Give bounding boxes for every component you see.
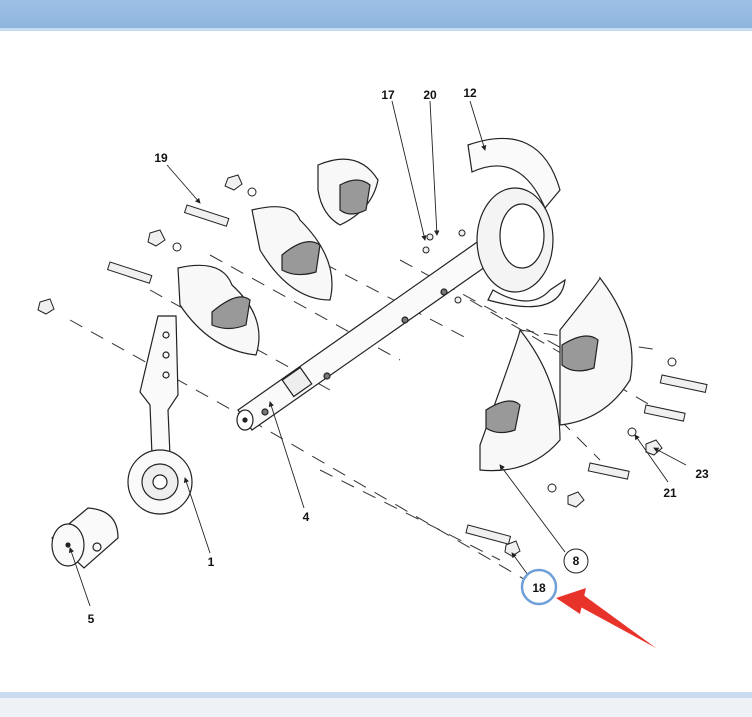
highlighted-callout-18[interactable]: 18 bbox=[520, 568, 558, 606]
fasteners bbox=[37, 174, 708, 557]
callout-8-circle: 8 bbox=[563, 548, 589, 574]
callout-4: 4 bbox=[303, 510, 310, 524]
bushing-part bbox=[51, 507, 119, 569]
callout-21: 21 bbox=[663, 486, 677, 500]
footer-bar bbox=[0, 692, 752, 717]
auger-flights bbox=[177, 158, 633, 472]
callout-19: 19 bbox=[154, 151, 168, 165]
callout-18: 18 bbox=[532, 581, 546, 595]
callout-1: 1 bbox=[208, 555, 215, 569]
diagram-canvas: 17 20 12 19 4 1 5 8 18 21 23 bbox=[37, 86, 709, 648]
svg-text:8: 8 bbox=[573, 554, 580, 568]
bearing-arm-part bbox=[127, 315, 193, 515]
callout-12: 12 bbox=[463, 86, 477, 100]
highlight-ring bbox=[520, 568, 558, 606]
callout-23: 23 bbox=[695, 467, 709, 481]
flange-hub-part bbox=[467, 137, 566, 308]
leader-lines bbox=[68, 100, 687, 607]
window-title-bar bbox=[0, 0, 752, 31]
callout-17: 17 bbox=[381, 88, 395, 102]
callout-20: 20 bbox=[423, 88, 437, 102]
red-arrow-icon bbox=[556, 588, 656, 648]
callout-5: 5 bbox=[88, 612, 95, 626]
exploded-parts-diagram: 17 20 12 19 4 1 5 8 18 21 23 bbox=[0, 31, 752, 692]
